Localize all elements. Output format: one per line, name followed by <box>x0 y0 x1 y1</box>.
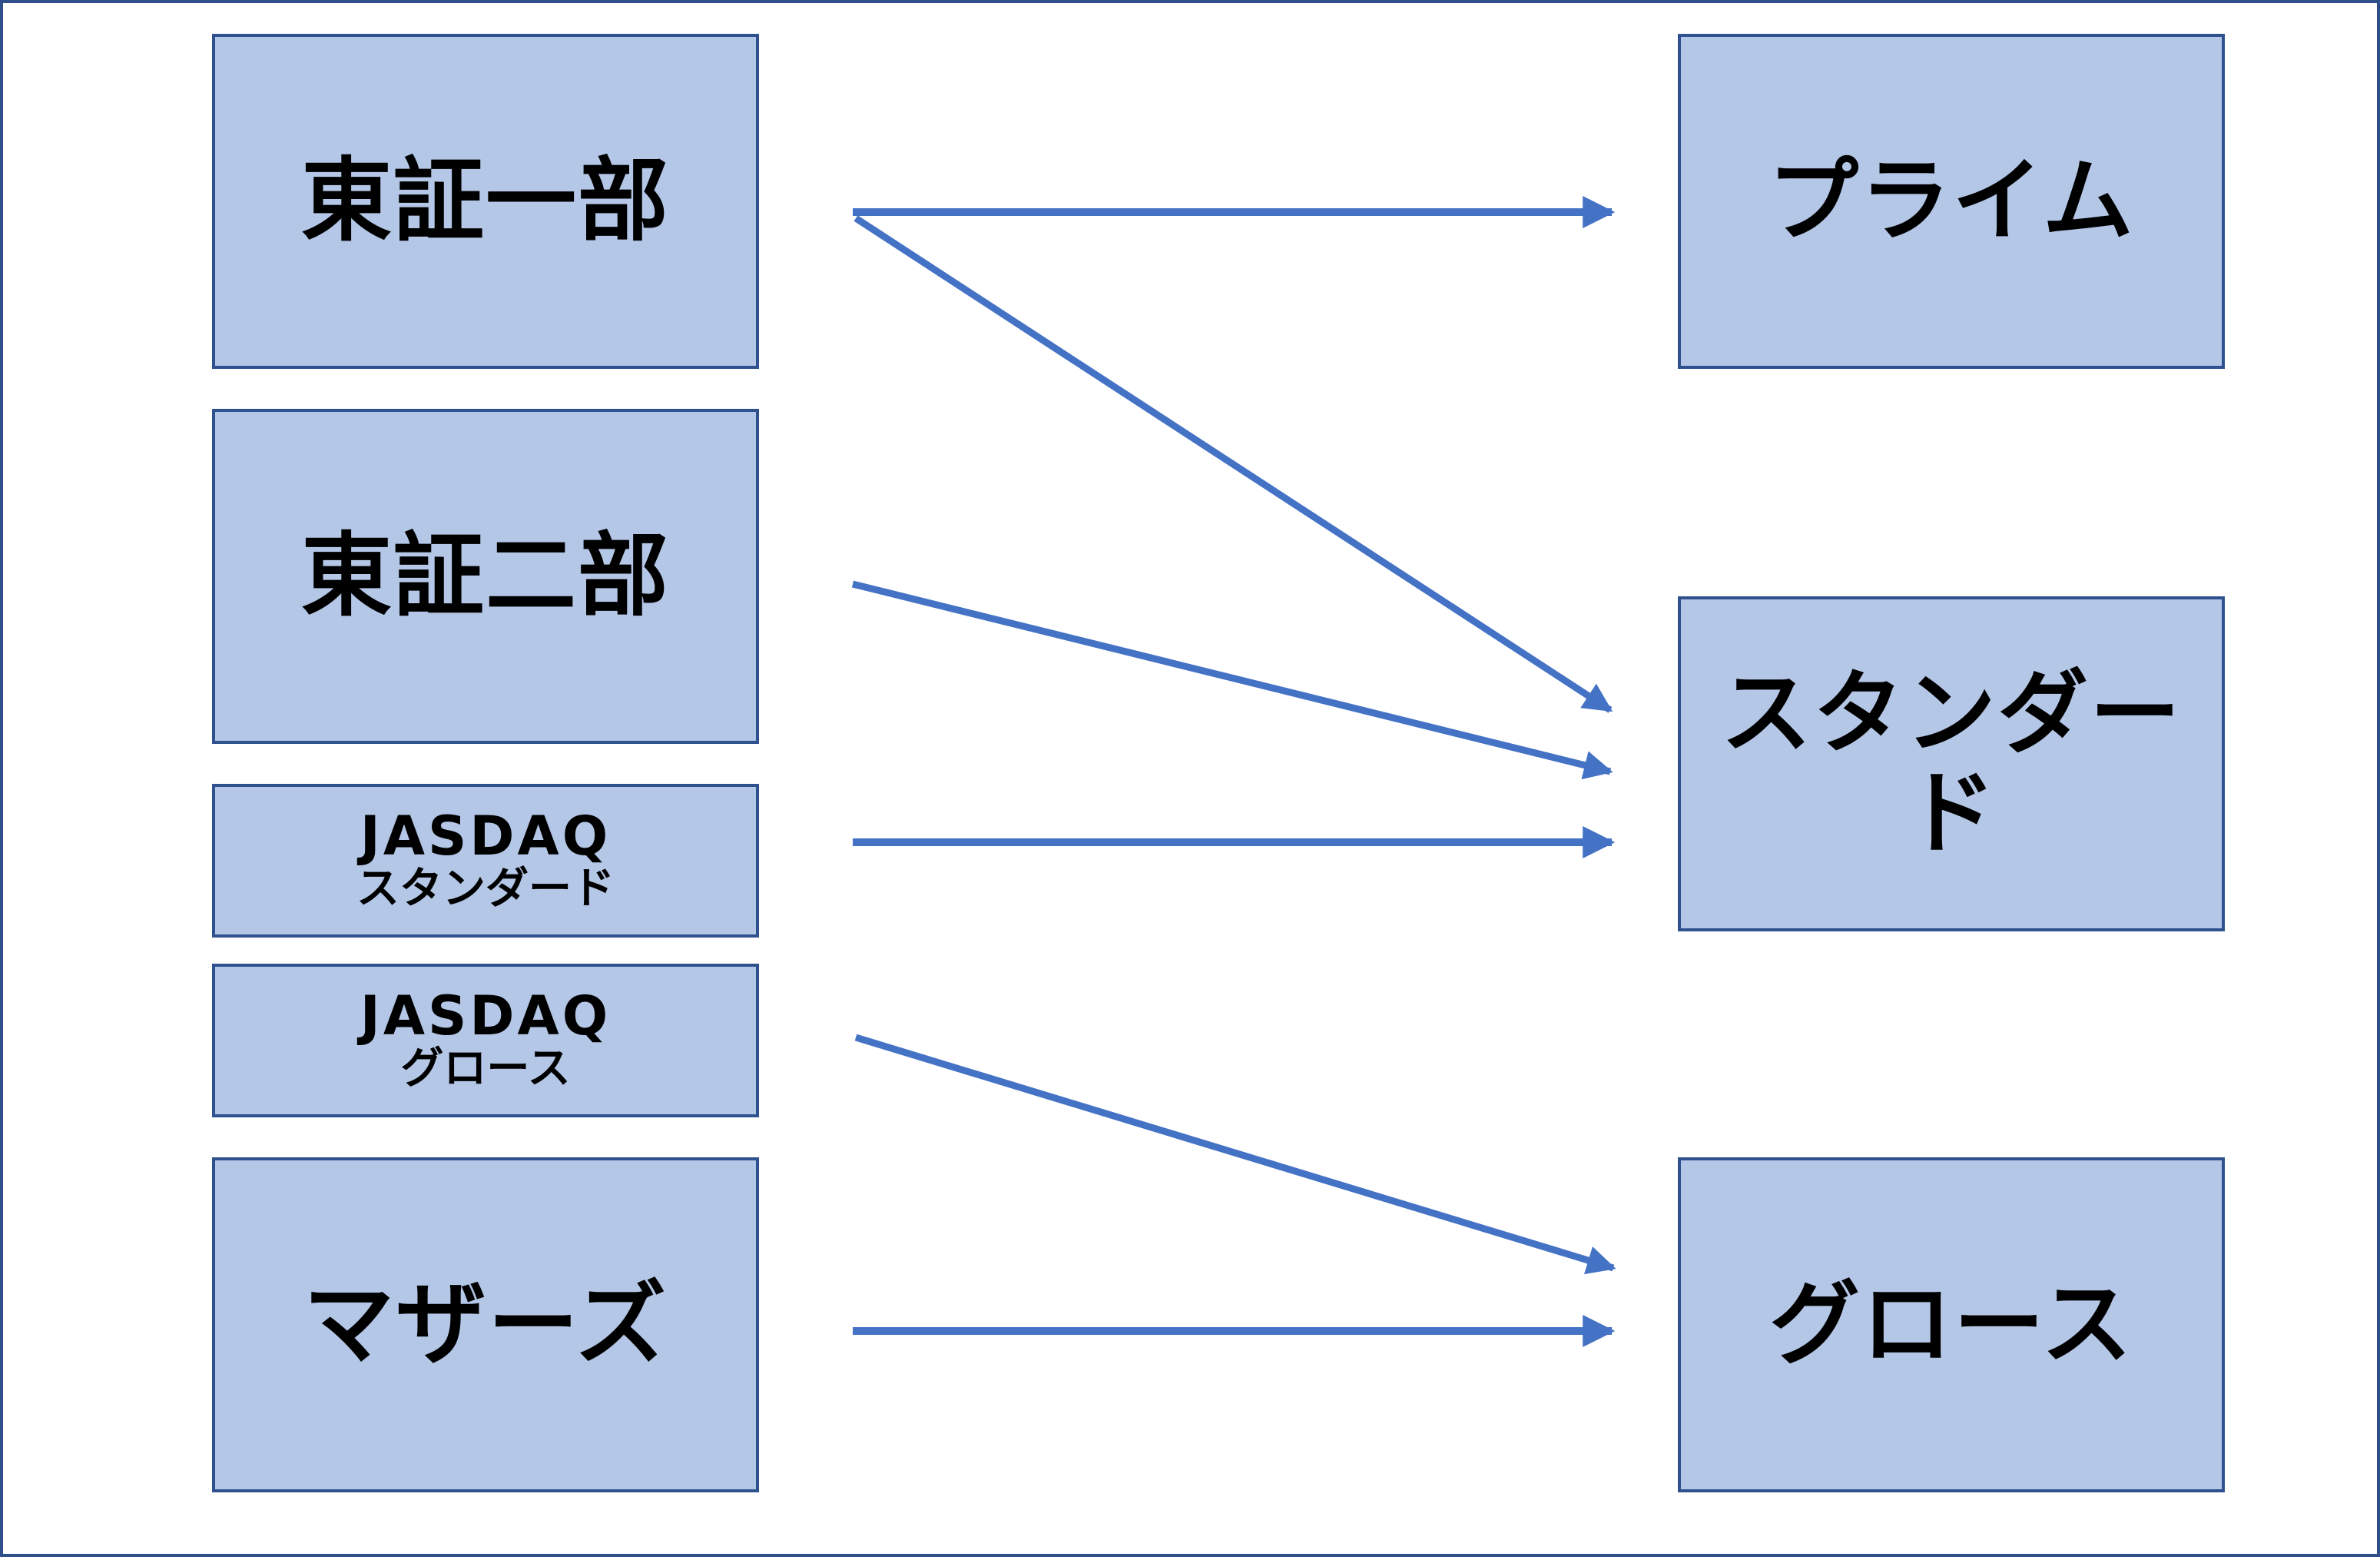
source-box-tosho1: 東証一部 <box>212 34 759 369</box>
source-label-mothers: マザーズ <box>303 1271 668 1378</box>
source-box-mothers: マザーズ <box>212 1157 759 1492</box>
target-box-prime: プライム <box>1678 34 2225 369</box>
source-label-tosho1: 東証一部 <box>300 148 670 254</box>
target-box-growth: グロース <box>1678 1157 2225 1492</box>
arrow-tosho2-to-standard <box>851 580 1613 780</box>
source-label-jasdaq-growth-top: JASDAQ <box>360 984 612 1048</box>
source-label-jasdaq-standard-bottom: スタンダード <box>356 863 615 914</box>
arrow-tosho1-to-standard <box>854 215 1613 713</box>
arrow-jasdaq-growth-to-growth <box>854 1034 1616 1275</box>
source-box-jasdaq-standard: JASDAQ スタンダード <box>212 784 759 938</box>
source-box-jasdaq-growth: JASDAQ グロース <box>212 964 759 1117</box>
source-label-jasdaq-growth-bottom: グロース <box>400 1043 571 1094</box>
source-box-tosho2: 東証二部 <box>212 409 759 744</box>
target-label-prime: プライム <box>1768 148 2135 254</box>
target-label-standard: スタンダード <box>1720 660 2182 866</box>
source-label-jasdaq-standard-top: JASDAQ <box>360 805 612 868</box>
target-label-growth: グロース <box>1768 1271 2134 1378</box>
target-box-standard: スタンダード <box>1678 596 2225 931</box>
source-label-tosho2: 東証二部 <box>300 523 670 629</box>
